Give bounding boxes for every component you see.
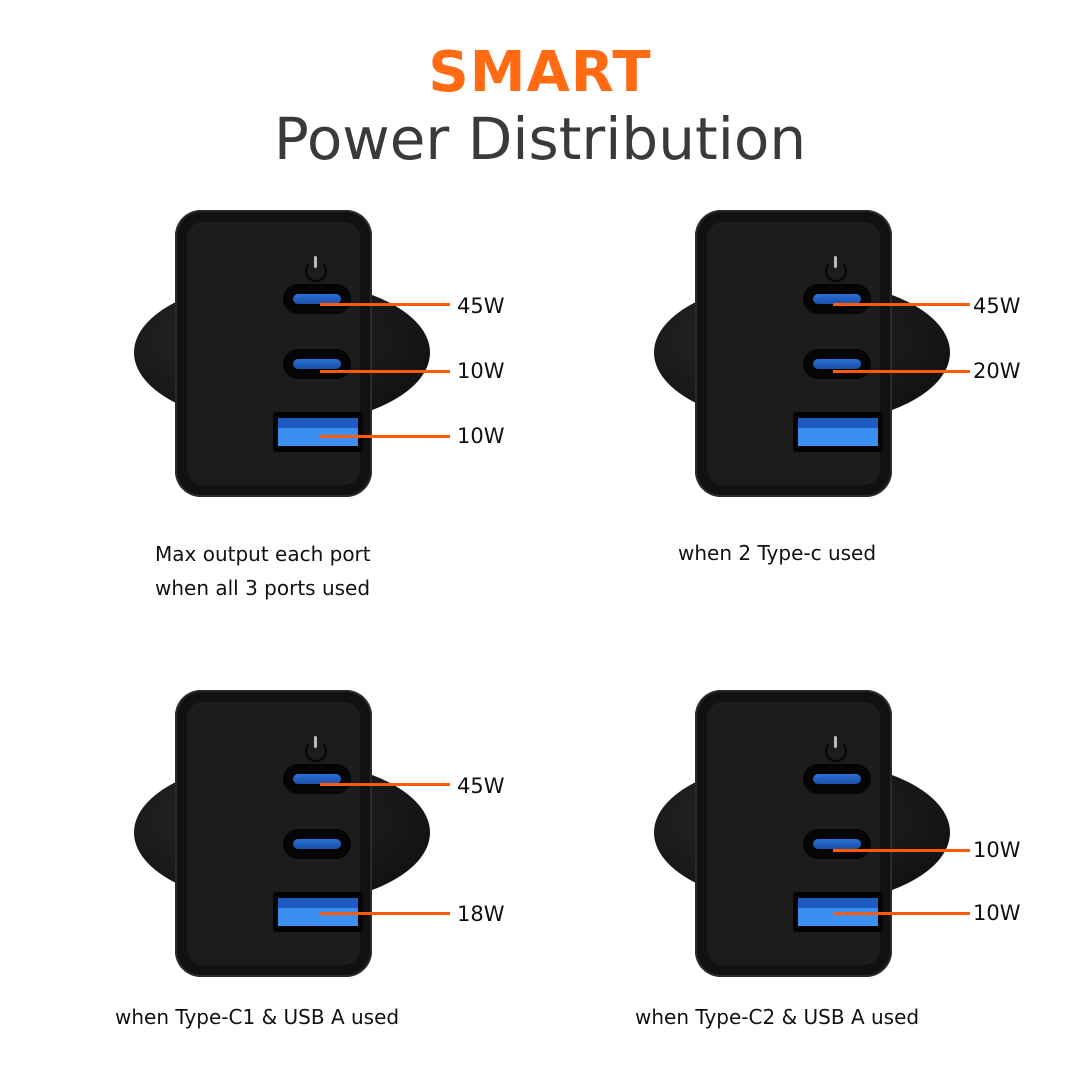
caption: when Type-C2 & USB A used — [635, 1000, 919, 1034]
c1-wattage: 45W — [457, 294, 505, 318]
callout-line — [320, 912, 450, 915]
type-c1-port — [283, 764, 351, 794]
c1-wattage: 45W — [457, 774, 505, 798]
callout-line — [320, 435, 450, 438]
c1-wattage: 45W — [973, 294, 1021, 318]
charger-panel-c2-usba: 10W 10W — [650, 685, 1080, 985]
caption-line: when all 3 ports used — [155, 576, 371, 600]
charger-body — [175, 690, 372, 977]
type-c1-port — [803, 764, 871, 794]
callout-line — [320, 370, 450, 373]
callout-line — [320, 783, 450, 786]
callout-line — [320, 303, 450, 306]
c2-wattage: 10W — [457, 359, 505, 383]
charger-panel-c1-usba: 45W 18W — [130, 685, 590, 985]
usb-a-port — [273, 892, 363, 932]
charger-body — [695, 210, 892, 497]
callout-line — [833, 370, 970, 373]
c2-wattage: 10W — [973, 838, 1021, 862]
usb-a-port — [273, 412, 363, 452]
caption: Max output each port when all 3 ports us… — [155, 537, 371, 605]
charger-body — [695, 690, 892, 977]
charger-panel-all-ports: 45W 10W 10W — [130, 205, 590, 505]
type-c2-port — [803, 349, 871, 379]
type-c2-port — [803, 829, 871, 859]
type-c1-port — [283, 284, 351, 314]
usb-a-port — [793, 412, 883, 452]
caption-line: when Type-C2 & USB A used — [635, 1005, 920, 1029]
caption: when 2 Type-c used — [678, 536, 876, 570]
type-c2-port — [283, 349, 351, 379]
callout-line — [833, 303, 970, 306]
callout-line — [833, 912, 970, 915]
usba-wattage: 18W — [457, 902, 505, 926]
power-indicator-icon — [305, 736, 327, 762]
c2-wattage: 20W — [973, 359, 1021, 383]
caption-line: Max output each port — [155, 542, 371, 566]
type-c1-port — [803, 284, 871, 314]
type-c2-port — [283, 829, 351, 859]
power-indicator-icon — [825, 256, 847, 282]
callout-line — [833, 849, 970, 852]
title-highlight: SMART — [428, 40, 652, 105]
title-main: Power Distribution — [273, 105, 807, 173]
caption-line: when Type-C1 & USB A used — [115, 1005, 400, 1029]
charger-body — [175, 210, 372, 497]
charger-panel-two-type-c: 45W 20W — [650, 205, 1080, 505]
power-indicator-icon — [305, 256, 327, 282]
usba-wattage: 10W — [457, 424, 505, 448]
caption: when Type-C1 & USB A used — [115, 1000, 399, 1034]
caption-line: when 2 Type-c used — [678, 541, 877, 565]
power-indicator-icon — [825, 736, 847, 762]
usba-wattage: 10W — [973, 901, 1021, 925]
